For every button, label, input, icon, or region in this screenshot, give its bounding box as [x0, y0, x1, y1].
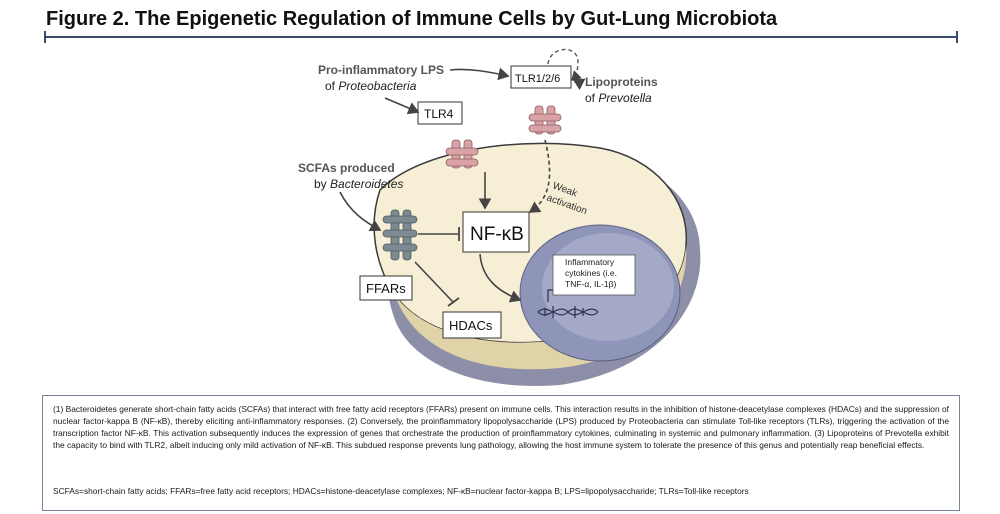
ffar-inhibits-hdacs-bar [447, 297, 460, 307]
ffar-inhibits-hdacs [414, 261, 454, 303]
immune-cell-diagram: Inflammatory cytokines (i.e. TNF-α, IL-1… [298, 48, 701, 386]
tlr126-receptor [528, 105, 562, 135]
cytokine-label-line3: TNF-α, IL-1β) [565, 279, 617, 289]
scfa-to-ffar-arrow [339, 191, 382, 232]
ffar-receptor [382, 209, 418, 261]
scfa-label-line2: by Bacteroidetes [314, 177, 403, 191]
lipo-label-line2: of Prevotella [585, 91, 652, 105]
caption-abbreviations: SCFAs=short-chain fatty acids; FFARs=fre… [53, 486, 749, 496]
prevotella-loop-arrow [547, 48, 582, 81]
nfkb-box [462, 211, 530, 253]
lipo-to-tlr126-arrow [572, 78, 586, 91]
cytokine-label-line2: cytokines (i.e. [565, 268, 617, 278]
dna-icon [537, 306, 599, 318]
nfkb-to-nucleus-arrow [479, 253, 522, 303]
title-rule [44, 31, 958, 43]
scfa-label-line1: SCFAs produced [298, 161, 395, 175]
lps-to-tlr126-arrow [449, 67, 510, 81]
tlr126-label: TLR1/2/6 [515, 73, 560, 85]
figure-title: Figure 2. The Epigenetic Regulation of I… [46, 8, 778, 30]
lps-label-line2: of Proteobacteria [325, 79, 417, 93]
cytokine-label-line1: Inflammatory [565, 257, 615, 267]
cytokine-box [552, 254, 636, 296]
hdacs-box [442, 311, 502, 339]
lps-label-line1: Pro-inflammatory LPS [318, 63, 444, 77]
caption-box: (1) Bacteroidetes generate short-chain f… [42, 395, 960, 511]
ffars-label: FFARs [366, 281, 406, 296]
nfkb-label: NF-κB [470, 224, 524, 245]
caption-paragraph: (1) Bacteroidetes generate short-chain f… [53, 404, 949, 450]
caption-paragraph-wrap: (1) Bacteroidetes generate short-chain f… [53, 403, 949, 467]
lipo-label-line1: Lipoproteins [585, 75, 658, 89]
diagram-panel: Inflammatory cytokines (i.e. TNF-α, IL-1… [0, 40, 1000, 392]
figure-title-bar: Figure 2. The Epigenetic Regulation of I… [32, 6, 962, 36]
hdacs-label: HDACs [449, 318, 493, 333]
ffars-box [359, 275, 413, 301]
tlr126-box [510, 65, 572, 89]
tlr4-label: TLR4 [424, 107, 454, 121]
tlr4-receptor [445, 139, 479, 169]
lps-to-tlr4-arrow [384, 97, 420, 115]
tlr126-weak-arrow [528, 139, 551, 213]
